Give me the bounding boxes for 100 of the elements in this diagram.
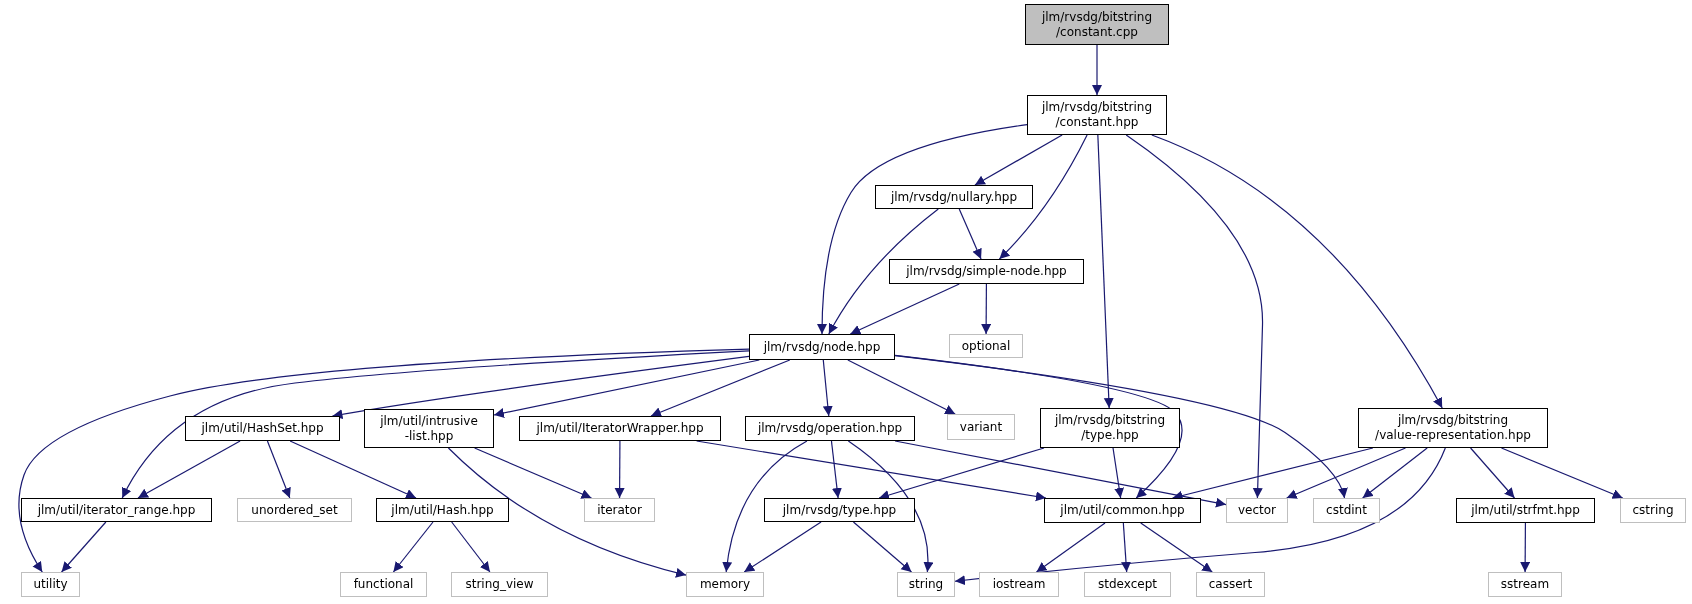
system-header-box [1226,498,1288,523]
system-header-box [1196,572,1265,597]
file-name: jlm/util/strfmt.hpp [1471,503,1580,518]
arrow [473,447,593,499]
system-header-box [237,498,352,522]
file-name: jlm/rvsdg/bitstring /constant.cpp [1040,9,1154,40]
header-file-box [875,185,1033,209]
file-name: jlm/rvsdg/simple-node.hpp [906,264,1067,279]
arrow [1500,447,1624,499]
header-file-box [376,498,509,522]
header-file-box [21,498,212,522]
arrow [1112,447,1125,499]
system-header-box [897,572,955,597]
arrow [1151,134,1443,409]
arrow [447,447,687,578]
file-name: stdexcept [1098,577,1157,592]
arrow [722,440,808,573]
system-header-box [979,572,1059,597]
source-file-box [1025,4,1169,45]
file-name: cstring [1632,503,1674,518]
header-file-box [764,498,915,522]
arrow [1125,134,1264,499]
file-name: jlm/rvsdg/operation.hpp [757,421,903,436]
file-name: jlm/rvsdg/nullary.hpp [890,189,1018,205]
arrow [266,440,291,499]
file-name: variant [959,419,1003,435]
arrow [18,348,750,573]
file-name: jlm/util/common.hpp [1060,503,1185,518]
arrow [847,359,956,415]
file-name: utility [33,577,68,592]
arrow [822,359,833,417]
system-header-box [1313,498,1380,523]
header-file-box [749,334,895,360]
arrow [1092,44,1102,96]
system-header-box [1084,572,1171,597]
arrow [60,521,107,573]
header-file-box [364,409,494,448]
arrow [614,440,625,499]
arrow [828,208,939,335]
arrow [830,440,842,499]
arrow [331,355,750,420]
arrow [1121,522,1131,573]
arrow [852,521,913,573]
arrow [493,359,760,418]
arrow [1140,522,1213,573]
header-file-box [519,416,721,441]
header-file-box [745,416,915,441]
arrow [849,283,960,335]
arrow [137,440,241,499]
arrow [1470,447,1516,499]
file-name: memory [699,577,751,592]
file-name: functional [353,577,414,592]
system-header-box [451,572,548,597]
system-header-box [340,572,427,597]
system-header-box [947,414,1015,440]
system-header-box [1620,498,1686,523]
arrow [121,350,750,499]
file-name: iostream [992,577,1046,592]
system-header-box [949,334,1023,358]
arrow [392,521,434,573]
file-name: cstdint [1326,503,1367,518]
arrow [958,208,982,260]
arrow [981,283,992,335]
file-name: jlm/util/Hash.hpp [391,502,494,518]
file-name: vector [1237,503,1277,518]
arrow [998,134,1088,260]
arrow [650,359,791,417]
header-file-box [889,259,1084,284]
arrow [878,447,1045,500]
file-name: jlm/util/iterator_range.hpp [37,502,196,518]
file-name: optional [961,338,1011,354]
arrow [289,440,417,499]
file-name: jlm/rvsdg/type.hpp [782,502,897,518]
header-file-box [1044,498,1201,523]
header-file-box [1027,95,1167,135]
arrow [451,521,491,573]
system-header-box [584,498,655,522]
file-name: jlm/util/intrusive -list.hpp [379,413,479,444]
file-name: string [908,577,944,592]
file-name: jlm/rvsdg/bitstring /type.hpp [1053,413,1167,443]
arrow [1286,447,1407,499]
file-name: jlm/util/IteratorWrapper.hpp [536,421,704,436]
header-file-box [1456,498,1595,523]
file-name: jlm/rvsdg/bitstring /value-representation.hpp [1374,413,1532,443]
file-name: sstream [1500,577,1550,592]
arrow [847,440,933,573]
file-name: string_view [465,577,534,592]
arrow [817,124,1028,335]
file-name: jlm/util/HashSet.hpp [201,421,324,436]
arrow [894,355,1348,499]
arrow [1362,447,1428,499]
file-name: cassert [1208,577,1253,592]
arrow [1035,522,1106,573]
system-header-box [1488,572,1562,597]
system-header-box [686,572,764,597]
file-name: unordered_set [251,502,338,518]
arrow [743,521,822,573]
arrow [1097,134,1114,409]
arrow [974,134,1063,186]
arrow [1520,522,1531,573]
